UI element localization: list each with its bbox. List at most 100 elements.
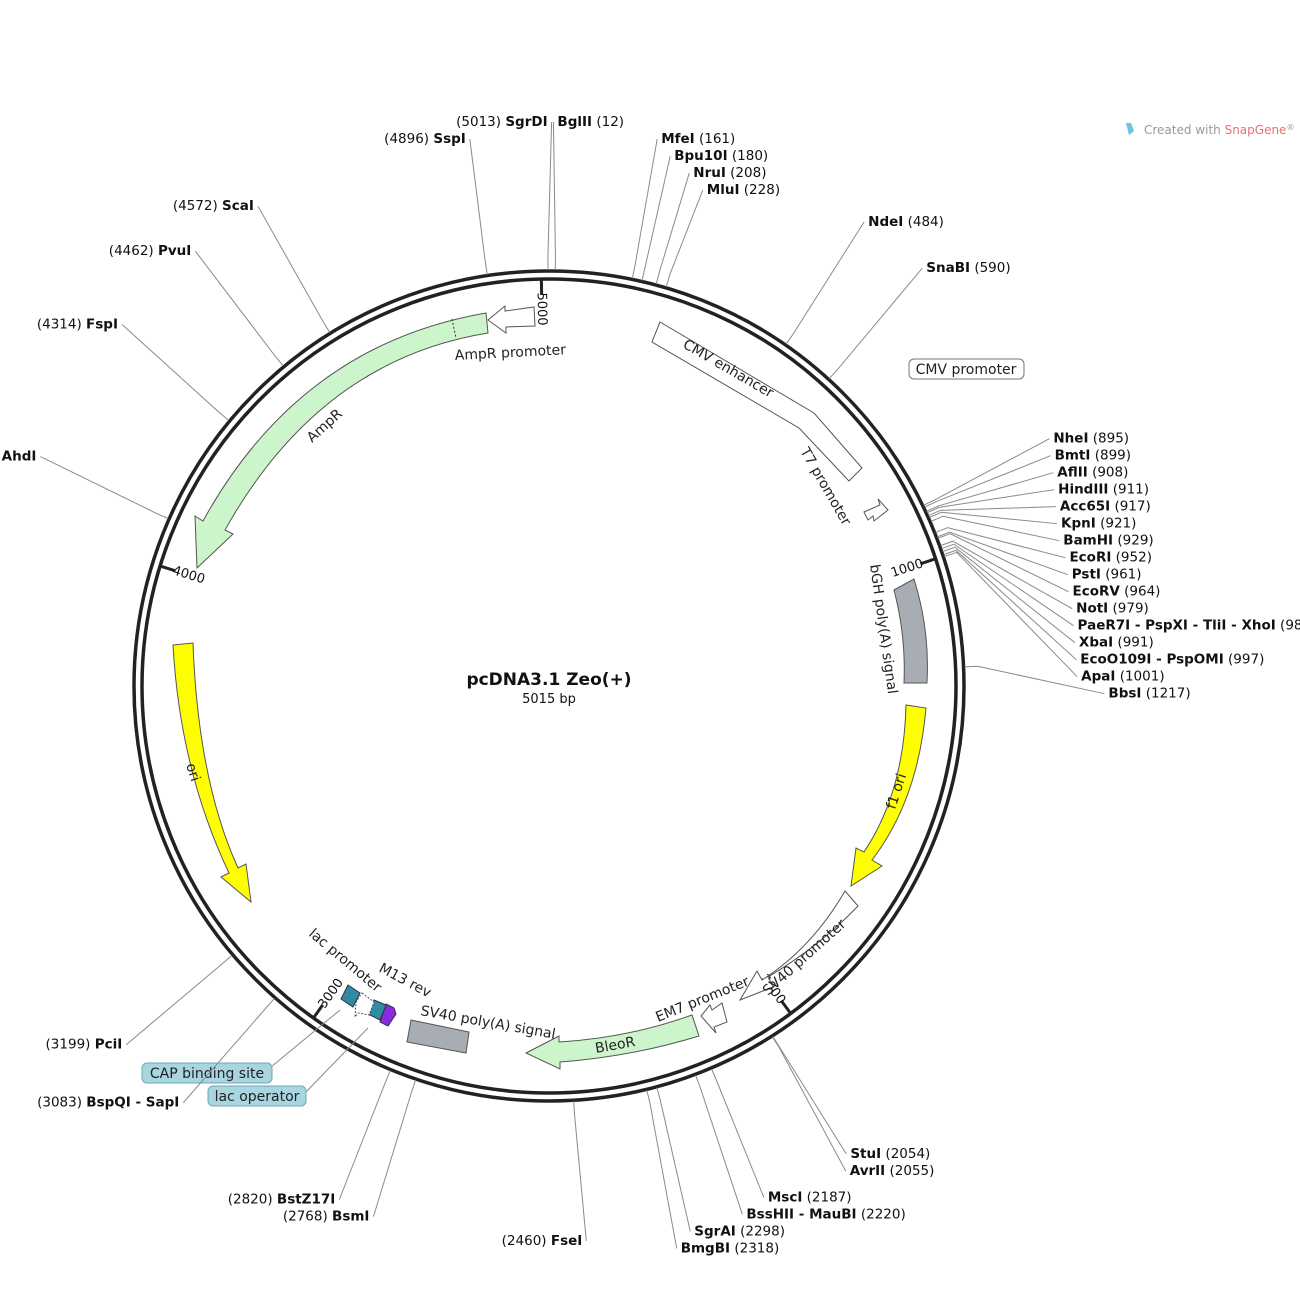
site-label: PstI (961) [1072, 567, 1142, 583]
site-label: AvrII (2055) [850, 1163, 935, 1179]
site-ecorv: EcoRV (964) [937, 533, 1160, 600]
site-label: (5013) SgrDI [456, 114, 547, 130]
site-bmgbi: BmgBI (2318) [646, 1090, 780, 1256]
site-pvui: (4462) PvuI [109, 243, 284, 367]
site-label: MscI (2187) [768, 1189, 852, 1205]
ruler-label-5000: 5000 [534, 292, 550, 325]
site-bspqi-sapi: (3083) BspQI - SapI [37, 998, 275, 1111]
ruler-tick-2000 [779, 999, 792, 1014]
site-kpni: KpnI (921) [929, 511, 1136, 532]
site-avrii: AvrII (2055) [771, 1036, 935, 1179]
ruler-label-1000: 1000 [889, 556, 925, 581]
site-ndei: NdeI (484) [785, 214, 944, 345]
site-label: NheI (895) [1053, 431, 1129, 447]
feature-sv40-polya: SV40 poly(A) signal [406, 1003, 557, 1054]
site-bmti: BmtI (899) [924, 448, 1131, 508]
site-apai: ApaI (1001) [944, 551, 1165, 685]
site-label: (3083) BspQI - SapI [37, 1095, 179, 1111]
feature-cmv-enhancer: CMV enhancer [651, 321, 863, 482]
bgh-polya-label: bGH poly(A) signal [866, 563, 900, 695]
lac-operator-label: lac operator [215, 1089, 300, 1105]
site-psti: PstI (961) [937, 531, 1142, 583]
site-bbsi: BbsI (1217) [964, 665, 1191, 702]
site-bstz17i: (2820) BstZ17I [228, 1070, 391, 1208]
site-label: BmtI (899) [1055, 448, 1131, 464]
site-label: BglII (12) [557, 114, 624, 130]
site-label: (4896) SspI [384, 131, 466, 147]
site-bsshii-maubi: BssHII - MauBI (2220) [695, 1075, 906, 1222]
ruler-tick-1000 [919, 557, 936, 566]
bleor-label: BleoR [594, 1034, 637, 1057]
site-label: Bpu10I (180) [674, 148, 768, 164]
site-label: XbaI (991) [1079, 635, 1154, 651]
site-mfei: MfeI (161) [631, 131, 735, 279]
feature-bleor: BleoR [524, 1014, 700, 1070]
feature-lac-operator-callout: lac operator [207, 1027, 369, 1107]
site-bamhi: BamHI (929) [930, 515, 1154, 549]
ruler-tick-3000 [312, 1004, 324, 1018]
site-label: (4462) PvuI [109, 243, 192, 259]
site-label: BamHI (929) [1063, 533, 1153, 549]
site-label: (2820) BstZ17I [228, 1192, 336, 1208]
cap-site-label: CAP binding site [150, 1066, 264, 1082]
site-label: NotI (979) [1076, 601, 1149, 617]
site-label: NruI (208) [693, 165, 766, 181]
site-acc65i: Acc65I (917) [928, 499, 1151, 517]
site-label: KpnI (921) [1061, 516, 1136, 532]
site-label: (4092) AhdI [0, 449, 36, 465]
site-nrui: NruI (208) [655, 165, 766, 285]
watermark-text: Created with SnapGene® [1144, 123, 1294, 137]
site-paer7i-pspxi-tlii-xhoi: PaeR7I - PspXI - TliI - XhoI (985) [941, 543, 1300, 634]
feature-cap-site-callout: CAP binding site [141, 1009, 341, 1084]
snapgene-watermark: Created with SnapGene® [1126, 123, 1294, 137]
site-label: AflII (908) [1057, 465, 1128, 481]
plasmid-size: 5015 bp [522, 692, 576, 707]
site-mlui: MluI (228) [665, 182, 780, 287]
site-aflii: AflII (908) [926, 465, 1128, 512]
site-ecoo109i-pspomi: EcoO109I - PspOMI (997) [943, 549, 1264, 668]
site-ecori: EcoRI (952) [935, 527, 1152, 566]
site-pcii: (3199) PciI [46, 955, 233, 1053]
site-noti: NotI (979) [940, 540, 1149, 617]
site-label: ApaI (1001) [1081, 669, 1164, 685]
site-label: BssHII - MauBI (2220) [746, 1206, 905, 1222]
site-label: (2768) BsmI [283, 1209, 370, 1225]
site-fsei: (2460) FseI [502, 1101, 587, 1249]
site-bsmi: (2768) BsmI [283, 1079, 417, 1225]
site-label: SgrAI (2298) [694, 1223, 785, 1239]
ruler-label-4000: 4000 [171, 563, 207, 587]
site-hindiii: HindIII (911) [927, 482, 1149, 514]
site-label: Acc65I (917) [1060, 499, 1151, 515]
site-label: MluI (228) [707, 182, 780, 198]
site-scai: (4572) ScaI [173, 198, 331, 333]
site-fspi: (4314) FspI [37, 316, 230, 421]
snapgene-logo-icon [1126, 123, 1134, 135]
feature-ampr-promoter: AmpR promoter [454, 304, 567, 364]
site-label: MfeI (161) [661, 131, 735, 147]
site-sspi: (4896) SspI [384, 131, 488, 275]
site-label: (3199) PciI [46, 1037, 123, 1053]
m13-rev-label: M13 rev [376, 960, 434, 1001]
site-bpu10i: Bpu10I (180) [641, 148, 768, 281]
site-label: (4572) ScaI [173, 198, 254, 214]
site-label: BbsI (1217) [1108, 686, 1190, 702]
site-label: BmgBI (2318) [681, 1240, 780, 1256]
site-xbai: XbaI (991) [942, 546, 1154, 651]
feature-ori: ori [172, 642, 252, 904]
site-label: (4314) FspI [37, 316, 118, 332]
ruler-tick-4000 [160, 564, 176, 573]
cmv-promoter-label: CMV promoter [916, 362, 1017, 378]
site-msci: MscI (2187) [711, 1068, 852, 1205]
site-nhei: NheI (895) [923, 431, 1129, 506]
site-label: EcoRI (952) [1069, 550, 1152, 566]
ruler-label-3000: 3000 [316, 976, 347, 1012]
cmv-enhancer-label: CMV enhancer [680, 337, 776, 402]
site-label: SnaBI (590) [926, 260, 1010, 276]
site-label: (2460) FseI [502, 1233, 583, 1249]
plasmid-title: pcDNA3.1 Zeo(+) 5015 bp [466, 670, 631, 707]
site-bglii: BglII (12) [552, 114, 624, 271]
feature-f1-ori: f1 ori [850, 704, 927, 888]
